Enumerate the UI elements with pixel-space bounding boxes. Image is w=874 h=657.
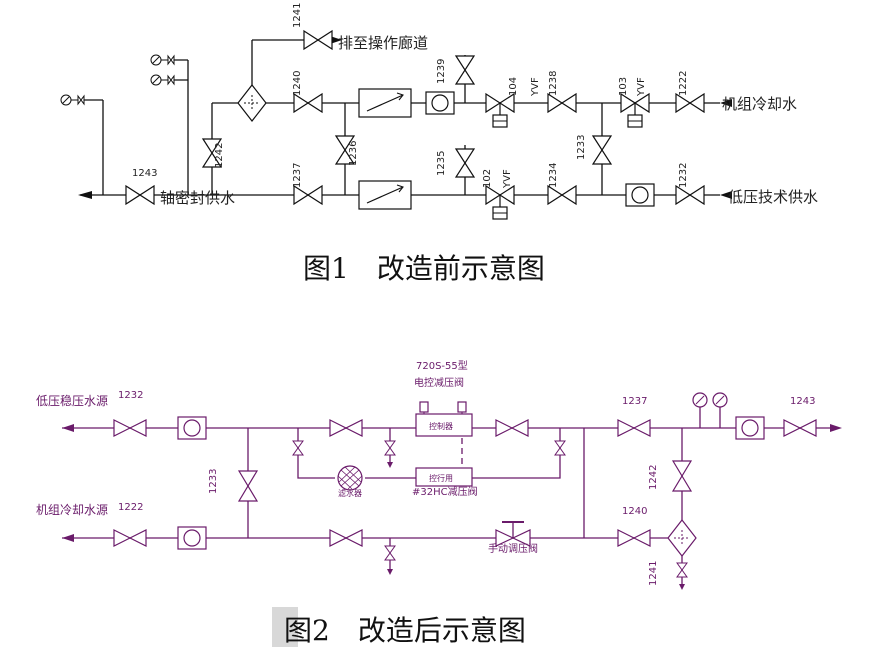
check-valve-icon bbox=[425, 91, 455, 115]
valve-label: 1241 bbox=[292, 3, 303, 28]
valve-1239-icon bbox=[455, 55, 475, 85]
valve-label: 1235 bbox=[436, 151, 447, 176]
valve-label: 1238 bbox=[548, 71, 559, 96]
caption-shade bbox=[272, 607, 298, 647]
valve-label: 1242 bbox=[648, 465, 659, 490]
valve-label: 1237 bbox=[622, 396, 647, 407]
valve-1235-icon bbox=[455, 148, 475, 178]
valve-1240-icon bbox=[617, 529, 651, 547]
valve-1222-icon bbox=[113, 529, 147, 547]
pressure-gauge-icon bbox=[60, 94, 85, 106]
model-b-label: #32HC减压阀 bbox=[412, 485, 478, 498]
valve-1233-icon bbox=[592, 135, 612, 165]
valve-label: 1240 bbox=[622, 506, 647, 517]
valve-label: 1243 bbox=[132, 168, 157, 179]
drain-valve-icon bbox=[676, 562, 688, 578]
drain-valve-icon bbox=[292, 440, 304, 456]
filter-icon bbox=[237, 84, 267, 122]
electric-reducing-valve-icon bbox=[415, 401, 473, 437]
figure-2-caption: 图2 改造后示意图 bbox=[284, 614, 526, 647]
valve-icon bbox=[495, 419, 529, 437]
pressure-gauge-icon bbox=[150, 54, 175, 66]
valve-label: 1232 bbox=[118, 390, 143, 401]
valve-label: 102 bbox=[482, 169, 493, 188]
shaft-seal-label: 轴密封供水 bbox=[160, 189, 235, 207]
valve-label: 1239 bbox=[436, 59, 447, 84]
drain-label: 排至操作廊道 bbox=[338, 34, 428, 52]
unit-cooling-label: 机组冷却水 bbox=[722, 95, 797, 113]
flowmeter-icon bbox=[358, 88, 412, 118]
strainer-label: 滤水器 bbox=[338, 488, 362, 498]
check-valve-icon bbox=[735, 416, 765, 440]
check-valve-icon bbox=[625, 183, 655, 207]
pressure-gauge-icon bbox=[692, 392, 728, 428]
manual-valve-label: 手动调压阀 bbox=[488, 542, 538, 555]
check-valve-icon bbox=[177, 526, 207, 550]
manual-valve-icon bbox=[495, 521, 531, 547]
figure-2: 控制器 控行用 滤水器 低压稳压水源 机组冷却水源 1232 1222 bbox=[36, 359, 842, 647]
control-valve-104-icon bbox=[485, 93, 515, 128]
figure-1-caption: 图1 改造前示意图 bbox=[303, 252, 545, 285]
model-a-desc-label: 电控减压阀 bbox=[414, 376, 464, 389]
valve-label: YVF bbox=[530, 77, 541, 97]
model-a-label: 720S-55型 bbox=[416, 359, 468, 372]
drain-valve-icon bbox=[384, 440, 396, 456]
model-b-box-label: 控行用 bbox=[429, 473, 453, 483]
valve-1242-icon bbox=[672, 460, 692, 492]
valve-label: 1242 bbox=[214, 143, 225, 168]
valve-label: 1233 bbox=[576, 135, 587, 160]
valve-label: 1233 bbox=[208, 469, 219, 494]
valve-1243-icon bbox=[783, 419, 817, 437]
valve-icon bbox=[329, 419, 363, 437]
valve-1243-icon bbox=[125, 185, 155, 205]
strainer-icon bbox=[337, 465, 363, 491]
valve-label: 1222 bbox=[118, 502, 143, 513]
valve-label: 1222 bbox=[678, 71, 689, 96]
valve-label: YVF bbox=[502, 169, 513, 189]
check-valve-icon bbox=[177, 416, 207, 440]
drain-valve-icon bbox=[384, 545, 396, 561]
low-pressure-label: 低压技术供水 bbox=[728, 188, 818, 206]
control-valve-102-icon bbox=[485, 185, 515, 220]
pressure-gauge-icon bbox=[150, 74, 175, 86]
valve-1241-icon bbox=[303, 30, 333, 50]
figure-1: 1241 1240 1239 104 YVF 1238 103 YVF 1222… bbox=[60, 3, 818, 285]
valve-label: 1243 bbox=[790, 396, 815, 407]
valve-label: 103 bbox=[618, 77, 629, 96]
valve-label: 1234 bbox=[548, 163, 559, 188]
valve-1232-icon bbox=[113, 419, 147, 437]
low-pressure-source-label: 低压稳压水源 bbox=[36, 393, 108, 408]
controller-label: 控制器 bbox=[429, 421, 453, 431]
valve-label: 1240 bbox=[292, 71, 303, 96]
valve-icon bbox=[329, 529, 363, 547]
filter-icon bbox=[667, 519, 697, 557]
valve-label: 1232 bbox=[678, 163, 689, 188]
valve-1237-icon bbox=[617, 419, 651, 437]
valve-label: 104 bbox=[508, 77, 519, 96]
reducing-valve-32hc-icon bbox=[415, 467, 473, 487]
drain-valve-icon bbox=[554, 440, 566, 456]
control-valve-103-icon bbox=[620, 93, 650, 128]
valve-label: 1241 bbox=[648, 561, 659, 586]
valve-label: YVF bbox=[636, 77, 647, 97]
unit-cooling-source-label: 机组冷却水源 bbox=[36, 503, 108, 517]
valve-1233-icon bbox=[238, 470, 258, 502]
flowmeter-icon bbox=[358, 180, 412, 210]
valve-label: 1236 bbox=[348, 141, 359, 166]
valve-label: 1237 bbox=[292, 163, 303, 188]
